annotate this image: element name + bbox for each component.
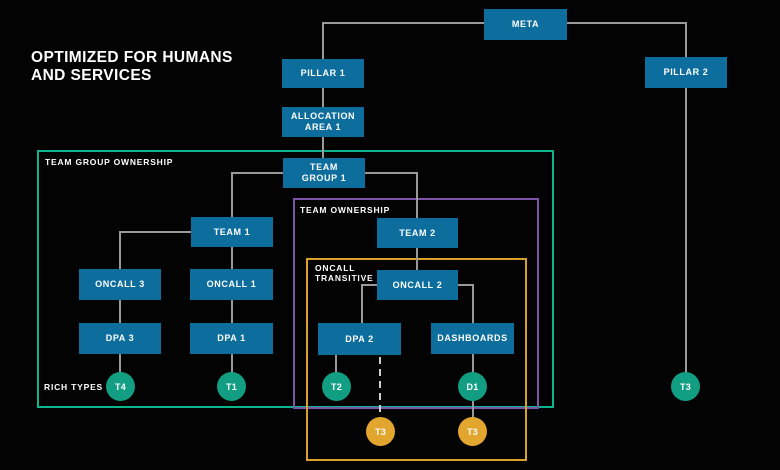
node-oncall-2: ONCALL 2	[377, 270, 458, 300]
circle-t4: T4	[106, 372, 135, 401]
circle-t3-under-dpa2: T3	[366, 417, 395, 446]
connector-d1-t3	[472, 401, 474, 418]
connector-team1-oncall1-v	[231, 247, 233, 269]
node-dashboards: DASHBOARDS	[431, 323, 514, 354]
connector-oncall2-dashboards-v	[472, 284, 474, 323]
connector-meta-left-h	[323, 22, 484, 24]
node-team-1: TEAM 1	[191, 217, 273, 247]
connector-oncall3-dpa3	[119, 300, 121, 323]
connector-meta-pillar2-v	[685, 22, 687, 57]
circle-d1: D1	[458, 372, 487, 401]
oncall-transitive-label: ONCALL TRANSITIVE	[315, 263, 374, 283]
connector-meta-pillar1-v	[322, 22, 324, 59]
team-ownership-label: TEAM OWNERSHIP	[300, 205, 391, 215]
node-oncall-3: ONCALL 3	[79, 269, 161, 300]
connector-teamgroup1-team2-v	[416, 172, 418, 218]
connector-team2-oncall2	[416, 248, 418, 270]
connector-pillar1-allocation	[322, 88, 324, 107]
node-team-2: TEAM 2	[377, 218, 458, 248]
connector-oncall2-right-h	[458, 284, 474, 286]
connector-dpa1-t1	[231, 354, 233, 373]
circle-t3-right: T3	[671, 372, 700, 401]
connector-dashboards-d1	[472, 354, 474, 373]
connector-allocation-teamgroup1	[322, 137, 324, 158]
connector-dpa3-t4	[119, 354, 121, 373]
connector-oncall2-left-h	[361, 284, 377, 286]
node-dpa-3: DPA 3	[79, 323, 161, 354]
node-pillar-1: PILLAR 1	[282, 59, 364, 88]
node-oncall-1: ONCALL 1	[190, 269, 273, 300]
connector-teamgroup1-left-h	[231, 172, 283, 174]
connector-meta-right-h	[567, 22, 686, 24]
node-pillar-2: PILLAR 2	[645, 57, 727, 88]
connector-dpa2-t3-dashed	[379, 357, 381, 418]
circle-t2: T2	[322, 372, 351, 401]
connector-team1-oncall3-v	[119, 231, 121, 269]
node-dpa-2: DPA 2	[318, 323, 401, 355]
node-team-group-1: TEAM GROUP 1	[283, 158, 365, 188]
team-group-ownership-label: TEAM GROUP OWNERSHIP	[45, 157, 174, 167]
connector-team1-left-h	[119, 231, 192, 233]
connector-teamgroup1-right-h	[365, 172, 418, 174]
rich-types-label: RICH TYPES	[44, 382, 104, 392]
connector-teamgroup1-team1-v	[231, 172, 233, 217]
node-allocation-area-1: ALLOCATION AREA 1	[282, 107, 364, 137]
node-meta: META	[484, 9, 567, 40]
page-title: OPTIMIZED FOR HUMANS AND SERVICES	[31, 49, 233, 84]
connector-oncall1-dpa1	[231, 300, 233, 323]
node-dpa-1: DPA 1	[190, 323, 273, 354]
circle-t1: T1	[217, 372, 246, 401]
connector-oncall2-dpa2-v	[361, 284, 363, 323]
circle-t3-under-d1: T3	[458, 417, 487, 446]
connector-dpa2-t2	[335, 355, 337, 373]
connector-pillar2-t3	[685, 88, 687, 373]
